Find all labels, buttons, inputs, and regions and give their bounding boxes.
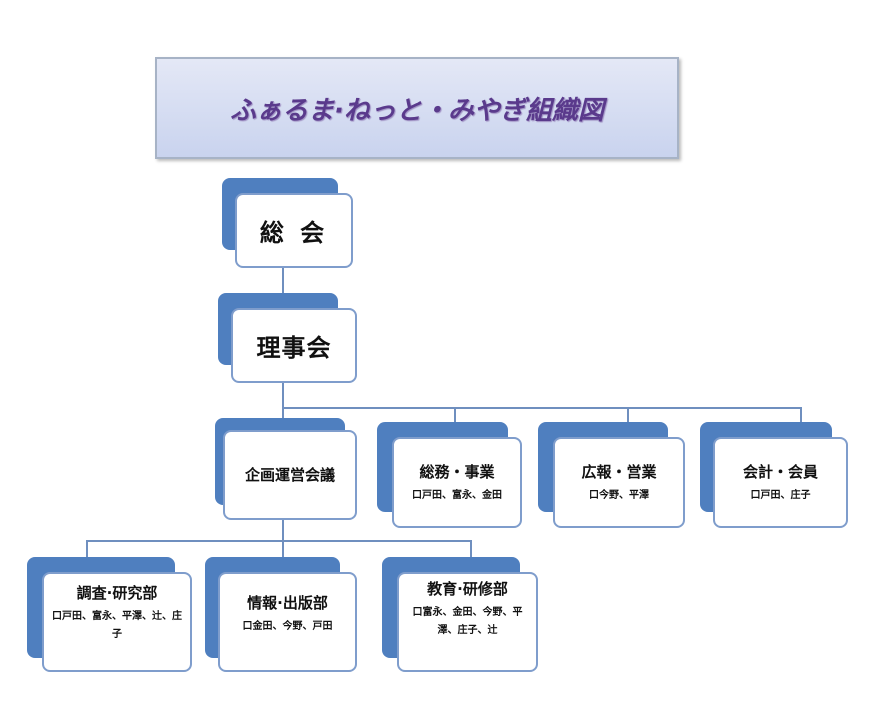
connector [282,520,284,541]
node-members: 口金田、今野、戸田 [242,621,333,632]
connector [282,540,284,558]
node-members: 口戸田、富永、金田 [412,489,502,501]
node-general-affairs[interactable]: 総務・事業口戸田、富永、金田 [392,437,522,528]
node-members: 口富永、金田、今野、平澤、庄子、辻 [412,607,523,636]
node-label: 情報·出版部 [247,594,328,612]
connector [282,268,284,308]
node-research[interactable]: 調査·研究部口戸田、富永、平澤、辻、庄子 [42,572,192,672]
connector [282,383,284,409]
node-members: 口今野、平澤 [589,489,649,501]
connector [86,540,88,558]
node-label: 調査·研究部 [76,584,158,602]
node-label: 理事会 [256,334,332,362]
node-pr-sales[interactable]: 広報・営業口今野、平澤 [553,437,685,528]
node-general-meeting[interactable]: 総 会 [235,193,353,268]
node-planning-council[interactable]: 企画運営会議 [223,430,357,520]
connector [282,407,284,421]
node-accounting-members[interactable]: 会計・会員口戸田、庄子 [713,437,848,528]
connector [470,540,472,558]
node-members: 口戸田、富永、平澤、辻、庄子 [52,611,182,640]
chart-title-banner: ふぁるま·ねっと・みやぎ組織図 [155,57,679,159]
connector [627,407,629,423]
node-board[interactable]: 理事会 [231,308,357,383]
node-education-training[interactable]: 教育·研修部口富永、金田、今野、平澤、庄子、辻 [397,572,538,672]
connector [86,540,472,542]
connector [800,407,802,423]
node-label: 会計・会員 [742,462,818,481]
node-information-publishing[interactable]: 情報·出版部口金田、今野、戸田 [218,572,357,672]
connector [454,407,456,423]
chart-title: ふぁるま·ねっと・みやぎ組織図 [230,95,604,126]
node-label: 広報・営業 [581,462,657,481]
node-label: 教育·研修部 [427,580,508,598]
node-members: 口戸田、庄子 [750,489,811,501]
node-label: 総務・事業 [419,462,495,481]
connector [282,407,802,409]
node-label: 総 会 [259,219,329,247]
node-label: 企画運営会議 [244,466,335,484]
